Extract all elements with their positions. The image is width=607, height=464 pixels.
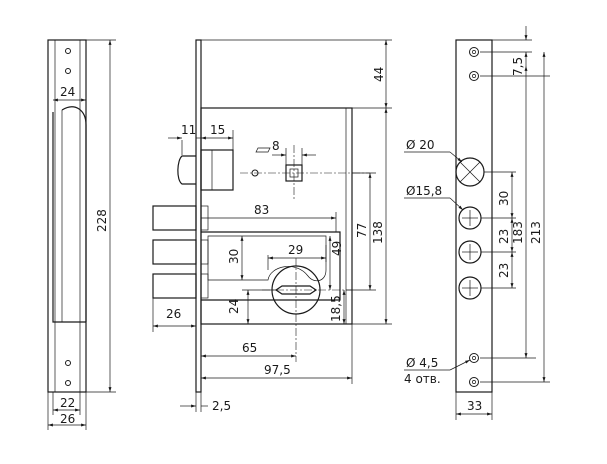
dim-7-5: 7,5: [511, 57, 525, 76]
dim-dia-20: Ø 20: [406, 138, 435, 152]
dim-fp-30: 30: [497, 191, 511, 206]
dim-side-228: 228: [95, 209, 109, 232]
dim-2-5: 2,5: [212, 399, 231, 413]
dim-183: 183: [511, 221, 525, 244]
dim-15: 15: [210, 123, 225, 137]
dim-77: 77: [355, 223, 369, 238]
dim-side-22: 22: [60, 396, 75, 410]
side-screw-hole-1: [65, 48, 71, 54]
deadbolt-3: [152, 273, 197, 299]
dim-44: 44: [372, 67, 386, 82]
dim-26: 26: [166, 307, 181, 321]
bolt-bar: [201, 231, 341, 301]
latch-bolt: [177, 155, 196, 185]
dim-holes-count: 4 отв.: [404, 372, 441, 386]
dim-213: 213: [529, 221, 543, 244]
dim-11: 11: [181, 123, 196, 137]
dim-18-5: 18,5: [329, 295, 343, 322]
dim-fp-23b: 23: [497, 263, 511, 278]
dim-dia-4-5: Ø 4,5: [406, 356, 438, 370]
dim-square-8: 8: [272, 139, 280, 153]
dim-fp-23a: 23: [497, 229, 511, 244]
front-view: 11 15 8 44 83 77 138 30 29: [152, 39, 392, 413]
dim-65: 65: [242, 341, 257, 355]
side-screw-hole-3: [65, 360, 71, 366]
side-screw-hole-4: [65, 380, 71, 386]
dim-dia-15-8: Ø15,8: [406, 184, 442, 198]
dim-side-26: 26: [60, 412, 75, 426]
dim-30: 30: [227, 249, 241, 264]
dim-49: 49: [330, 241, 344, 256]
side-screw-hole-2: [65, 68, 71, 74]
dim-83: 83: [254, 203, 269, 217]
dim-side-24: 24: [60, 85, 75, 99]
faceplate-view: 7,5 Ø 20 Ø15,8 30 23 23 183 213: [404, 26, 550, 420]
dim-33: 33: [467, 399, 482, 413]
dim-97-5: 97,5: [264, 363, 291, 377]
dim-138: 138: [371, 221, 385, 244]
dim-24: 24: [227, 299, 241, 314]
deadbolt-1: [152, 205, 197, 231]
dim-29: 29: [288, 243, 303, 257]
side-view: 24 228 22 26: [47, 39, 116, 430]
deadbolt-2: [152, 239, 197, 265]
